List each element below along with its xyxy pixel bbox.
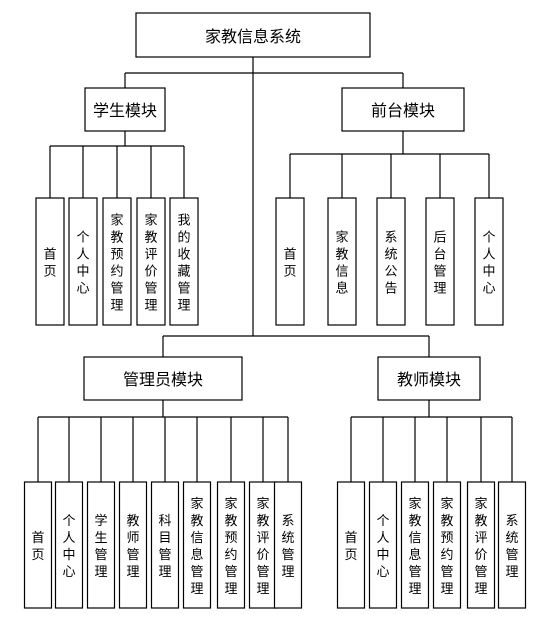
admin-item-5: 科目管理	[150, 481, 180, 609]
student-item-1: 首页	[35, 197, 65, 326]
student-item-5: 我的收藏管理	[169, 197, 199, 326]
admin-item-3: 学生管理	[86, 481, 116, 609]
module-admin: 管理员模块	[83, 356, 243, 401]
student-item-label: 我的收藏管理	[177, 214, 190, 314]
student-item-3: 家教预约管理	[102, 197, 132, 326]
student-item-label: 家教预约管理	[110, 213, 123, 314]
teacher-item-label: 首页	[344, 531, 357, 563]
front-item-1: 首页	[275, 197, 305, 326]
admin-item-7: 家教预约管理	[216, 481, 246, 609]
connector-lines	[37, 57, 513, 482]
teacher-item-2: 个人中心	[368, 481, 398, 609]
teacher-item-label: 家教信息管理	[408, 496, 421, 597]
admin-item-1: 首页	[23, 481, 53, 609]
front-item-3: 系统公告	[376, 197, 406, 326]
admin-item-label: 个人中心	[62, 514, 75, 580]
admin-item-label: 家教信息管理	[190, 496, 203, 597]
front-item-2: 家教信息	[327, 197, 357, 326]
module-student: 学生模块	[84, 87, 166, 132]
admin-item-label: 家教评价管理	[256, 496, 269, 597]
teacher-item-4: 家教预约管理	[432, 481, 462, 609]
admin-item-label: 学生管理	[94, 513, 107, 580]
front-item-label: 首页	[283, 248, 296, 280]
student-items: 首页 个人中心 家教预约管理 家教评价管理 我的收藏管理	[35, 197, 199, 326]
admin-item-label: 家教预约管理	[224, 496, 237, 597]
teacher-item-6: 系统管理	[497, 481, 527, 609]
front-item-label: 个人中心	[482, 231, 495, 297]
teacher-item-3: 家教信息管理	[400, 481, 430, 609]
module-teacher-title: 教师模块	[397, 370, 461, 389]
admin-item-8: 家教评价管理	[248, 481, 278, 609]
teacher-items: 首页 个人中心 家教信息管理 家教预约管理 家教评价管理 系统管理	[336, 481, 527, 609]
admin-item-6: 家教信息管理	[182, 481, 212, 609]
admin-item-label: 教师管理	[126, 513, 139, 580]
teacher-item-label: 个人中心	[376, 514, 389, 580]
front-item-4: 后台管理	[425, 197, 455, 326]
student-item-2: 个人中心	[68, 197, 98, 326]
teacher-item-1: 首页	[336, 481, 366, 609]
module-admin-title: 管理员模块	[123, 370, 203, 389]
front-item-label: 后台管理	[433, 231, 446, 297]
admin-item-label: 科目管理	[158, 514, 171, 580]
admin-item-label: 系统管理	[281, 514, 294, 580]
student-item-label: 首页	[43, 248, 56, 280]
admin-item-label: 首页	[31, 531, 44, 563]
front-items: 首页 家教信息 系统公告 后台管理 个人中心	[275, 197, 504, 326]
front-item-label: 系统公告	[384, 231, 397, 297]
front-item-5: 个人中心	[474, 197, 504, 326]
admin-item-4: 教师管理	[118, 481, 148, 609]
teacher-item-label: 家教预约管理	[440, 496, 453, 597]
root-node: 家教信息系统	[135, 12, 371, 58]
module-teacher: 教师模块	[377, 356, 481, 401]
admin-item-2: 个人中心	[54, 481, 84, 609]
student-item-label: 家教评价管理	[144, 213, 157, 314]
student-item-label: 个人中心	[76, 231, 89, 297]
teacher-item-label: 系统管理	[505, 514, 518, 580]
teacher-item-5: 家教评价管理	[466, 481, 496, 609]
admin-item-9: 系统管理	[273, 481, 303, 609]
front-item-label: 家教信息	[335, 230, 348, 297]
student-item-4: 家教评价管理	[136, 197, 166, 326]
module-student-title: 学生模块	[93, 101, 157, 120]
module-front: 前台模块	[341, 87, 465, 132]
module-front-title: 前台模块	[371, 101, 435, 120]
root-label: 家教信息系统	[205, 27, 301, 46]
teacher-item-label: 家教评价管理	[474, 496, 487, 597]
